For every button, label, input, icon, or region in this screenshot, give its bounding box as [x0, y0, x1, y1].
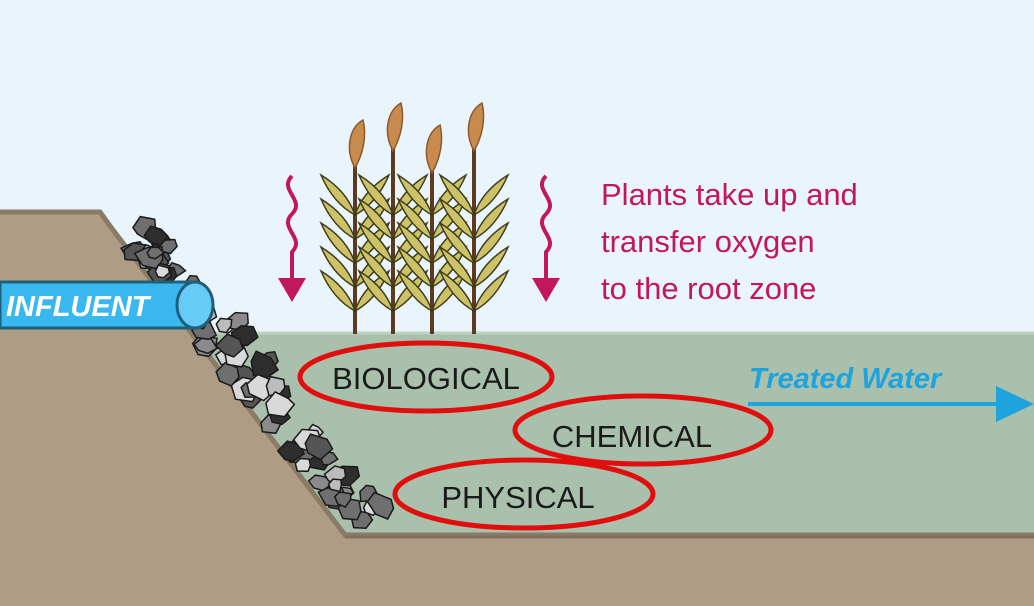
- rock: [329, 479, 342, 491]
- process-chemical: CHEMICAL: [552, 419, 712, 454]
- process-biological: BIOLOGICAL: [332, 361, 520, 396]
- influent-label: INFLUENT: [6, 291, 152, 323]
- process-physical: PHYSICAL: [441, 480, 594, 515]
- plants-caption-line-2: transfer oxygen: [601, 224, 815, 259]
- rock: [295, 459, 310, 472]
- treated-water-label: Treated Water: [749, 363, 943, 395]
- plants-caption-line-1: Plants take up and: [601, 177, 858, 212]
- plants-caption-line-3: to the root zone: [601, 271, 816, 306]
